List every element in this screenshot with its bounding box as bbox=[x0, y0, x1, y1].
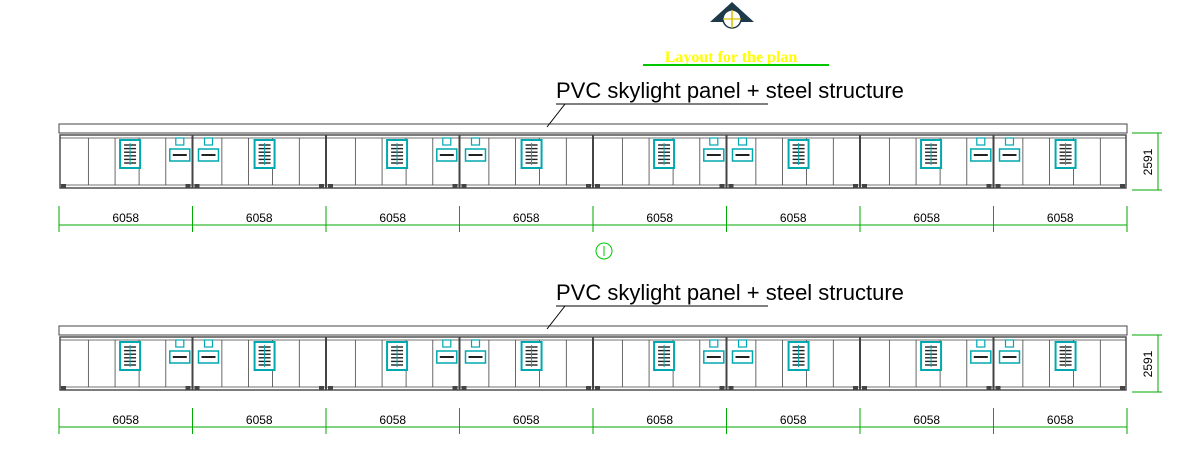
span-dimension-label: 6058 bbox=[780, 211, 807, 225]
corner-post bbox=[853, 386, 858, 390]
corner-post bbox=[461, 184, 467, 188]
corner-post bbox=[595, 184, 600, 188]
corner-post bbox=[185, 184, 191, 188]
corner-post bbox=[719, 386, 725, 390]
container-row: 6058 6058 6058 6058 6058 6058 6058 6058 2591 PVC … bbox=[58, 78, 1162, 232]
corner-post bbox=[319, 386, 324, 390]
corner-post bbox=[853, 184, 858, 188]
door-vent bbox=[709, 137, 719, 146]
span-dimension-label: 6058 bbox=[112, 413, 139, 427]
door-vent bbox=[976, 339, 986, 348]
corner-post bbox=[461, 386, 467, 390]
corner-post bbox=[319, 184, 324, 188]
span-dimension-label: 6058 bbox=[646, 211, 673, 225]
corner-post bbox=[194, 184, 200, 188]
corner-post bbox=[595, 386, 600, 390]
door-vent bbox=[976, 137, 986, 146]
door-vent bbox=[442, 339, 452, 348]
corner-post bbox=[995, 386, 1001, 390]
corner-post bbox=[452, 386, 458, 390]
span-dimension-label: 6058 bbox=[112, 211, 139, 225]
corner-post bbox=[586, 184, 591, 188]
door-vent bbox=[709, 339, 719, 348]
corner-post bbox=[728, 184, 734, 188]
corner-post bbox=[328, 184, 333, 188]
door-vent bbox=[737, 137, 748, 146]
annotation-leader bbox=[546, 305, 566, 330]
structure-annotation: PVC skylight panel + steel structure bbox=[556, 78, 904, 103]
door-vent bbox=[175, 339, 185, 348]
skylight-roof bbox=[58, 123, 1128, 134]
span-dimension-label: 6058 bbox=[913, 413, 940, 427]
door-vent bbox=[1004, 339, 1015, 348]
span-dimension-label: 6058 bbox=[246, 413, 273, 427]
corner-post bbox=[719, 184, 725, 188]
corner-post bbox=[728, 386, 734, 390]
structure-annotation: PVC skylight panel + steel structure bbox=[556, 280, 904, 305]
plan-title: Layout for the plan bbox=[665, 49, 798, 66]
door-vent bbox=[442, 137, 452, 146]
span-dimension-label: 6058 bbox=[379, 413, 406, 427]
corner-post bbox=[328, 386, 333, 390]
container-row: 6058 6058 6058 6058 6058 6058 6058 6058 2591 PVC … bbox=[58, 280, 1162, 434]
span-dimension-label: 6058 bbox=[913, 211, 940, 225]
corner-post bbox=[1120, 386, 1125, 390]
span-dimension-label: 6058 bbox=[1047, 413, 1074, 427]
circle-marker-icon bbox=[595, 242, 613, 260]
corner-post bbox=[1120, 184, 1125, 188]
span-dimension-label: 6058 bbox=[379, 211, 406, 225]
corner-post bbox=[61, 184, 66, 188]
corner-post bbox=[986, 184, 992, 188]
corner-post bbox=[586, 386, 591, 390]
door-vent bbox=[203, 339, 214, 348]
door-vent bbox=[737, 339, 748, 348]
door-vent bbox=[470, 339, 481, 348]
corner-post bbox=[862, 386, 867, 390]
corner-post bbox=[185, 386, 191, 390]
height-dimension-label: 2591 bbox=[1141, 148, 1155, 175]
height-dimension-label: 2591 bbox=[1141, 350, 1155, 377]
corner-post bbox=[194, 386, 200, 390]
span-dimension-label: 6058 bbox=[513, 211, 540, 225]
corner-post bbox=[862, 184, 867, 188]
north-arrow-icon bbox=[710, 2, 754, 29]
span-dimension-label: 6058 bbox=[513, 413, 540, 427]
door-vent bbox=[1004, 137, 1015, 146]
skylight-roof bbox=[58, 325, 1128, 336]
corner-post bbox=[986, 386, 992, 390]
span-dimension-label: 6058 bbox=[646, 413, 673, 427]
corner-post bbox=[61, 386, 66, 390]
corner-post bbox=[452, 184, 458, 188]
span-dimension-label: 6058 bbox=[780, 413, 807, 427]
corner-post bbox=[995, 184, 1001, 188]
span-dimension-label: 6058 bbox=[1047, 211, 1074, 225]
door-vent bbox=[203, 137, 214, 146]
annotation-leader bbox=[546, 103, 566, 128]
span-dimension-label: 6058 bbox=[246, 211, 273, 225]
door-vent bbox=[175, 137, 185, 146]
door-vent bbox=[470, 137, 481, 146]
